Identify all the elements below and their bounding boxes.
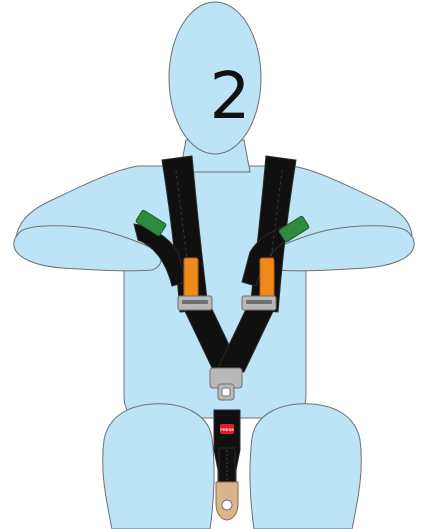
left-metal-adjuster-slot <box>182 300 208 304</box>
left-orange-tab[interactable] <box>184 258 198 298</box>
right-leg <box>250 404 361 529</box>
buckle-button-text: PRESS <box>220 427 234 432</box>
right-metal-adjuster-slot <box>246 300 272 304</box>
left-leg <box>103 404 214 529</box>
step-number: 2 <box>210 60 251 134</box>
right-orange-tab[interactable] <box>260 258 274 298</box>
latch-tongue-hole <box>222 388 230 396</box>
anchor-bolt-hole <box>222 500 232 510</box>
